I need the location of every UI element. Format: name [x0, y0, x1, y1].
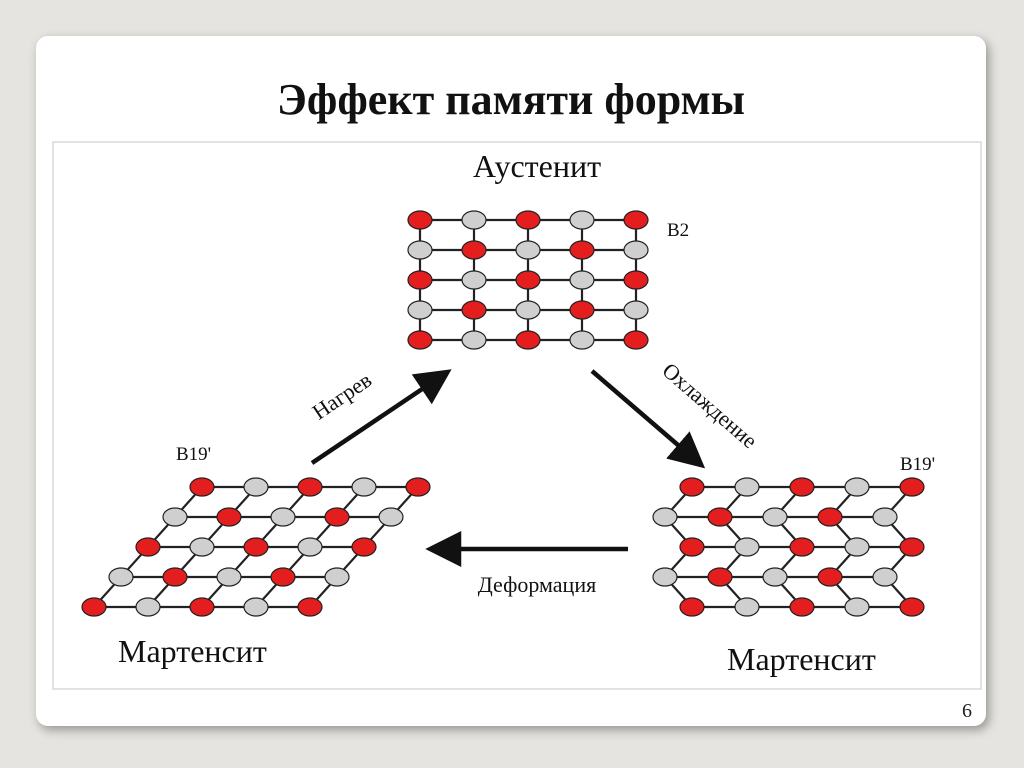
atom-red [515, 210, 541, 230]
atom-gray [569, 330, 595, 350]
atom-red [623, 330, 649, 350]
atom-gray [844, 597, 870, 617]
atom-red [623, 270, 649, 290]
atom-red [707, 567, 733, 587]
slide-title: Эффект памяти формы [277, 75, 745, 124]
martensite-right-label: Мартенсит [727, 641, 876, 677]
atom-red [817, 507, 843, 527]
atom-gray [461, 330, 487, 350]
heating-label: Нагрев [308, 367, 377, 425]
atom-gray [351, 477, 377, 497]
atom-red [679, 597, 705, 617]
atom-red [789, 477, 815, 497]
atom-gray [324, 567, 350, 587]
atom-gray [623, 240, 649, 260]
atom-red [679, 537, 705, 557]
atom-gray [162, 507, 188, 527]
atom-gray [844, 477, 870, 497]
atom-red [270, 567, 296, 587]
atom-red [817, 567, 843, 587]
atom-gray [734, 477, 760, 497]
deformation-label: Деформация [478, 572, 596, 597]
atom-gray [872, 507, 898, 527]
atom-gray [623, 300, 649, 320]
atom-red [135, 537, 161, 557]
atom-red [189, 477, 215, 497]
martensite-left-label: Мартенсит [118, 633, 267, 669]
atom-red [515, 330, 541, 350]
atom-red [81, 597, 107, 617]
austenite-lattice [407, 210, 649, 350]
atom-gray [270, 507, 296, 527]
atom-gray [652, 567, 678, 587]
martensite-left-structure-label: B19' [176, 444, 211, 465]
atom-red [407, 330, 433, 350]
atom-gray [515, 240, 541, 260]
atom-red [162, 567, 188, 587]
atom-red [899, 537, 925, 557]
atom-gray [515, 300, 541, 320]
atom-red [707, 507, 733, 527]
atom-gray [108, 567, 134, 587]
atom-gray [135, 597, 161, 617]
atom-red [243, 537, 269, 557]
atom-gray [569, 210, 595, 230]
atom-gray [734, 597, 760, 617]
martensite-right-lattice [652, 477, 925, 617]
martensite-right-structure-label: B19' [900, 454, 935, 475]
atom-gray [378, 507, 404, 527]
atom-gray [569, 270, 595, 290]
atom-red [351, 537, 377, 557]
atom-red [407, 210, 433, 230]
atom-red [899, 597, 925, 617]
atom-red [515, 270, 541, 290]
atom-gray [461, 210, 487, 230]
atom-gray [407, 240, 433, 260]
atom-red [789, 537, 815, 557]
atom-gray [872, 567, 898, 587]
atom-red [297, 477, 323, 497]
atom-red [297, 597, 323, 617]
atom-gray [652, 507, 678, 527]
atom-red [569, 300, 595, 320]
atom-gray [461, 270, 487, 290]
atom-gray [844, 537, 870, 557]
atom-red [405, 477, 431, 497]
atom-red [789, 597, 815, 617]
atom-red [461, 240, 487, 260]
atom-red [324, 507, 350, 527]
atom-gray [734, 537, 760, 557]
diagram-frame [52, 141, 982, 690]
atom-red [899, 477, 925, 497]
atom-gray [216, 567, 242, 587]
heating-arrow [310, 369, 452, 465]
atom-gray [407, 300, 433, 320]
austenite-label: Аустенит [473, 148, 601, 184]
page-number: 6 [962, 700, 972, 722]
atom-red [569, 240, 595, 260]
atom-red [407, 270, 433, 290]
atom-gray [243, 477, 269, 497]
atom-gray [243, 597, 269, 617]
atom-gray [762, 507, 788, 527]
atom-red [623, 210, 649, 230]
atom-gray [297, 537, 323, 557]
atom-red [216, 507, 242, 527]
cooling-arrow [590, 369, 706, 469]
austenite-structure-label: B2 [667, 220, 689, 241]
atom-red [189, 597, 215, 617]
atom-gray [762, 567, 788, 587]
atom-red [461, 300, 487, 320]
martensite-left-lattice [81, 477, 431, 617]
atom-gray [189, 537, 215, 557]
atom-red [679, 477, 705, 497]
